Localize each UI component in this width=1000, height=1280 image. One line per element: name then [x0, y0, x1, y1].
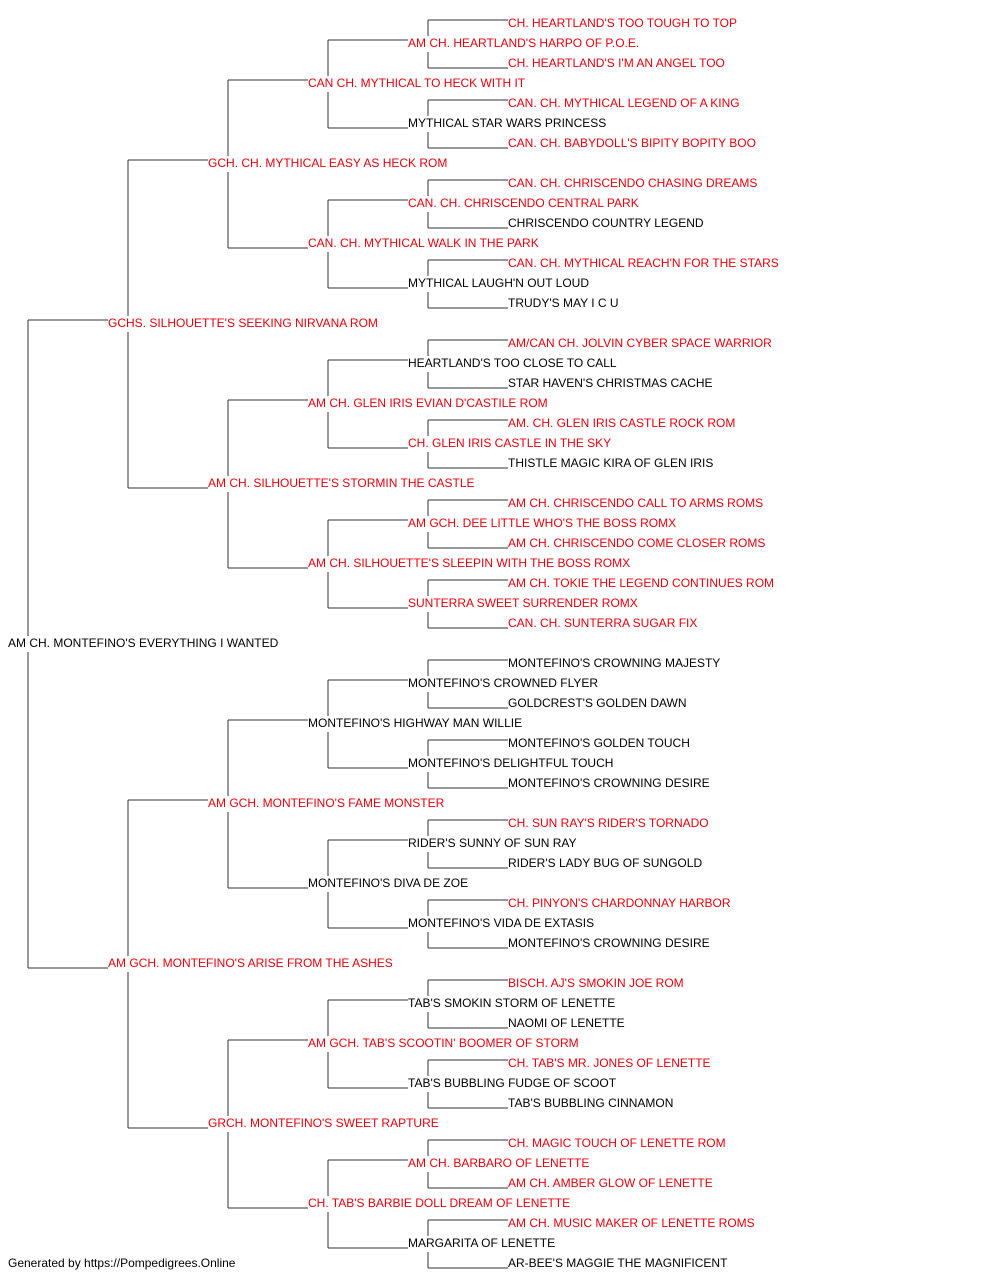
gen6-ancestor-name: CAN. CH. BABYDOLL'S BIPITY BOPITY BOO	[508, 136, 756, 150]
subject-name: AM CH. MONTEFINO'S EVERYTHING I WANTED	[8, 636, 279, 650]
gen6-ancestor-name: TAB'S BUBBLING CINNAMON	[508, 1096, 673, 1110]
gen5-ancestor-name: AM GCH. DEE LITTLE WHO'S THE BOSS ROMX	[408, 516, 676, 530]
gen6-ancestor-name: AR-BEE'S MAGGIE THE MAGNIFICENT	[508, 1256, 728, 1270]
gen6-ancestor-name: AM/CAN CH. JOLVIN CYBER SPACE WARRIOR	[508, 336, 772, 350]
gen6-ancestor-name: CH. MAGIC TOUCH OF LENETTE ROM	[508, 1136, 726, 1150]
gen6-ancestor-name: CAN. CH. SUNTERRA SUGAR FIX	[508, 616, 697, 630]
parent-name: AM GCH. MONTEFINO'S ARISE FROM THE ASHES	[108, 956, 393, 970]
gen5-ancestor-name: CH. GLEN IRIS CASTLE IN THE SKY	[408, 436, 611, 450]
gen6-ancestor-name: CH. SUN RAY'S RIDER'S TORNADO	[508, 816, 709, 830]
gen6-ancestor-name: CH. TAB'S MR. JONES OF LENETTE	[508, 1056, 711, 1070]
gen5-ancestor-name: AM CH. HEARTLAND'S HARPO OF P.O.E.	[408, 36, 639, 50]
gen6-ancestor-name: CH. PINYON'S CHARDONNAY HARBOR	[508, 896, 731, 910]
gen5-ancestor-name: RIDER'S SUNNY OF SUN RAY	[408, 836, 577, 850]
gen6-ancestor-name: AM CH. CHRISCENDO COME CLOSER ROMS	[508, 536, 765, 550]
great-grandparent-name: AM CH. SILHOUETTE'S SLEEPIN WITH THE BOS…	[308, 556, 630, 570]
parent-name: GCHS. SILHOUETTE'S SEEKING NIRVANA ROM	[108, 316, 378, 330]
gen6-ancestor-name: NAOMI OF LENETTE	[508, 1016, 625, 1030]
great-grandparent-name: MONTEFINO'S DIVA DE ZOE	[308, 876, 468, 890]
gen6-ancestor-name: BISCH. AJ'S SMOKIN JOE ROM	[508, 976, 684, 990]
gen5-ancestor-name: HEARTLAND'S TOO CLOSE TO CALL	[408, 356, 617, 370]
gen6-ancestor-name: CAN. CH. MYTHICAL REACH'N FOR THE STARS	[508, 256, 779, 270]
gen6-ancestor-name: THISTLE MAGIC KIRA OF GLEN IRIS	[508, 456, 713, 470]
generated-by-footer: Generated by https://Pompedigrees.Online	[8, 1256, 236, 1270]
gen6-ancestor-name: AM CH. TOKIE THE LEGEND CONTINUES ROM	[508, 576, 774, 590]
grandparent-name: GCH. CH. MYTHICAL EASY AS HECK ROM	[208, 156, 447, 170]
gen5-ancestor-name: MONTEFINO'S VIDA DE EXTASIS	[408, 916, 594, 930]
gen6-ancestor-name: MONTEFINO'S CROWNING MAJESTY	[508, 656, 720, 670]
gen5-ancestor-name: SUNTERRA SWEET SURRENDER ROMX	[408, 596, 638, 610]
gen6-ancestor-name: AM CH. CHRISCENDO CALL TO ARMS ROMS	[508, 496, 763, 510]
gen5-ancestor-name: MYTHICAL LAUGH'N OUT LOUD	[408, 276, 589, 290]
great-grandparent-name: AM CH. GLEN IRIS EVIAN D'CASTILE ROM	[308, 396, 548, 410]
gen6-ancestor-name: CHRISCENDO COUNTRY LEGEND	[508, 216, 704, 230]
great-grandparent-name: MONTEFINO'S HIGHWAY MAN WILLIE	[308, 716, 522, 730]
gen5-ancestor-name: TAB'S BUBBLING FUDGE OF SCOOT	[408, 1076, 617, 1090]
great-grandparent-name: CAN. CH. MYTHICAL WALK IN THE PARK	[308, 236, 539, 250]
gen6-ancestor-name: MONTEFINO'S CROWNING DESIRE	[508, 776, 710, 790]
pedigree-name-labels: AM CH. MONTEFINO'S EVERYTHING I WANTED GC…	[8, 16, 779, 1270]
gen5-ancestor-name: MONTEFINO'S CROWNED FLYER	[408, 676, 598, 690]
gen6-ancestor-name: CAN. CH. CHRISCENDO CHASING DREAMS	[508, 176, 757, 190]
gen5-ancestor-name: CAN. CH. CHRISCENDO CENTRAL PARK	[408, 196, 639, 210]
gen5-ancestor-name: TAB'S SMOKIN STORM OF LENETTE	[408, 996, 615, 1010]
great-grandparent-name: CAN CH. MYTHICAL TO HECK WITH IT	[308, 76, 526, 90]
gen6-ancestor-name: AM. CH. GLEN IRIS CASTLE ROCK ROM	[508, 416, 735, 430]
gen6-ancestor-name: CAN. CH. MYTHICAL LEGEND OF A KING	[508, 96, 740, 110]
gen6-ancestor-name: RIDER'S LADY BUG OF SUNGOLD	[508, 856, 702, 870]
great-grandparent-name: AM GCH. TAB'S SCOOTIN' BOOMER OF STORM	[308, 1036, 579, 1050]
gen6-ancestor-name: MONTEFINO'S GOLDEN TOUCH	[508, 736, 690, 750]
great-grandparent-name: CH. TAB'S BARBIE DOLL DREAM OF LENETTE	[308, 1196, 570, 1210]
gen6-ancestor-name: GOLDCREST'S GOLDEN DAWN	[508, 696, 687, 710]
grandparent-name: AM CH. SILHOUETTE'S STORMIN THE CASTLE	[208, 476, 475, 490]
gen5-ancestor-name: AM CH. BARBARO OF LENETTE	[408, 1156, 589, 1170]
grandparent-name: GRCH. MONTEFINO'S SWEET RAPTURE	[208, 1116, 439, 1130]
gen6-ancestor-name: AM CH. MUSIC MAKER OF LENETTE ROMS	[508, 1216, 755, 1230]
grandparent-name: AM GCH. MONTEFINO'S FAME MONSTER	[208, 796, 445, 810]
gen6-ancestor-name: CH. HEARTLAND'S I'M AN ANGEL TOO	[508, 56, 725, 70]
gen6-ancestor-name: CH. HEARTLAND'S TOO TOUGH TO TOP	[508, 16, 737, 30]
gen5-ancestor-name: MYTHICAL STAR WARS PRINCESS	[408, 116, 606, 130]
gen6-ancestor-name: MONTEFINO'S CROWNING DESIRE	[508, 936, 710, 950]
pedigree-connector-lines	[27, 19, 508, 1269]
gen6-ancestor-name: TRUDY'S MAY I C U	[508, 296, 619, 310]
gen5-ancestor-name: MONTEFINO'S DELIGHTFUL TOUCH	[408, 756, 613, 770]
gen6-ancestor-name: STAR HAVEN'S CHRISTMAS CACHE	[508, 376, 713, 390]
gen5-ancestor-name: MARGARITA OF LENETTE	[408, 1236, 555, 1250]
gen6-ancestor-name: AM CH. AMBER GLOW OF LENETTE	[508, 1176, 713, 1190]
